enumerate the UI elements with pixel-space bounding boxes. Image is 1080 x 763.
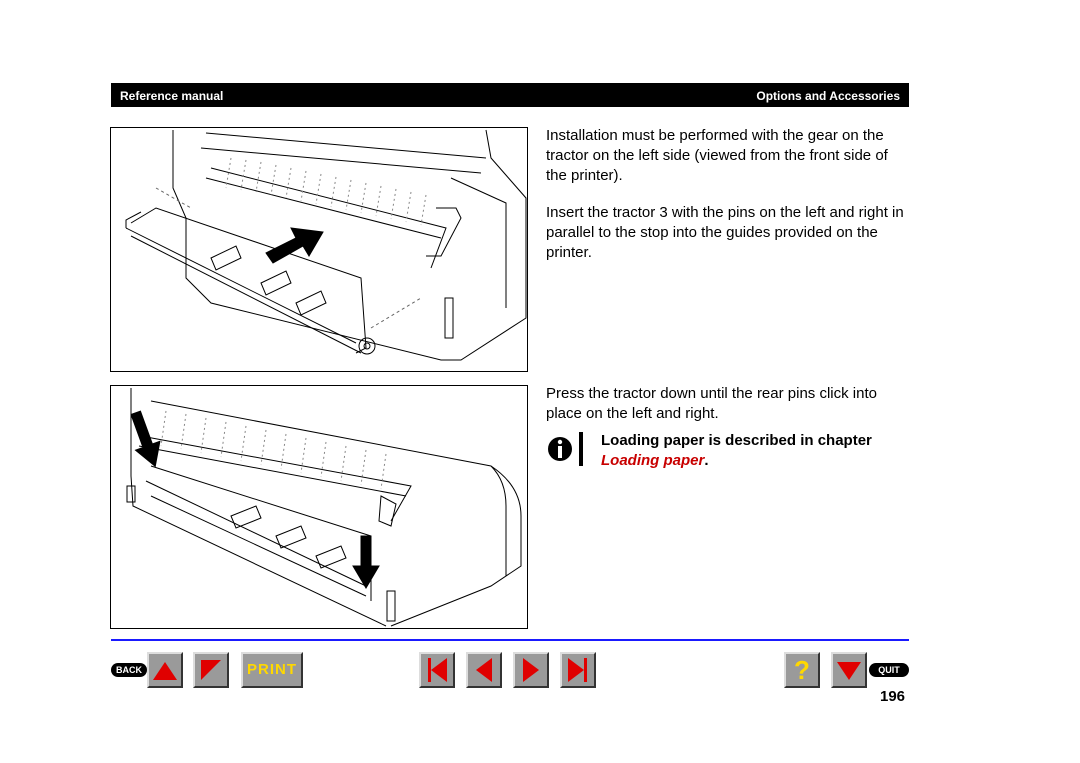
note-divider — [579, 432, 583, 466]
triangle-up-icon — [153, 662, 177, 680]
paragraph-press-tractor: Press the tractor down until the rear pi… — [546, 385, 877, 422]
paragraph-gear-installation: Installation must be performed with the … — [546, 127, 888, 184]
triangle-down-icon — [837, 662, 861, 680]
previous-page-icon — [476, 658, 492, 682]
page-number: 196 — [880, 688, 906, 705]
corner-triangle-icon — [201, 660, 221, 680]
last-page-icon — [568, 658, 587, 682]
question-mark-icon: ? — [794, 655, 810, 685]
first-page-icon — [428, 658, 447, 682]
note-period: . — [704, 452, 709, 469]
page-up-button[interactable] — [147, 652, 183, 688]
first-page-button[interactable] — [419, 652, 455, 688]
info-icon — [546, 432, 574, 466]
back-button[interactable]: BACK — [111, 663, 147, 677]
note-text: Loading paper is described in chapter — [601, 432, 872, 449]
next-page-icon — [523, 658, 539, 682]
header-left-title: Reference manual — [120, 89, 224, 103]
corner-button[interactable] — [193, 652, 229, 688]
link-loading-paper[interactable]: Loading paper — [601, 452, 705, 469]
page-down-button[interactable] — [831, 652, 867, 688]
footer-divider — [111, 639, 909, 641]
print-button[interactable]: PRINT — [241, 652, 303, 688]
help-button[interactable]: ? — [784, 652, 820, 688]
last-page-button[interactable] — [560, 652, 596, 688]
header-bar: Reference manual Options and Accessories — [111, 83, 909, 107]
paragraph-insert-tractor: Insert the tractor 3 with the pins on th… — [546, 204, 904, 261]
figure-insert-tractor — [110, 127, 528, 372]
previous-page-button[interactable] — [466, 652, 502, 688]
next-page-button[interactable] — [513, 652, 549, 688]
quit-button[interactable]: QUIT — [869, 663, 909, 677]
note-link-line: Loading paper. — [601, 452, 709, 469]
header-right-title: Options and Accessories — [756, 89, 900, 103]
figure-press-tractor — [110, 385, 528, 629]
